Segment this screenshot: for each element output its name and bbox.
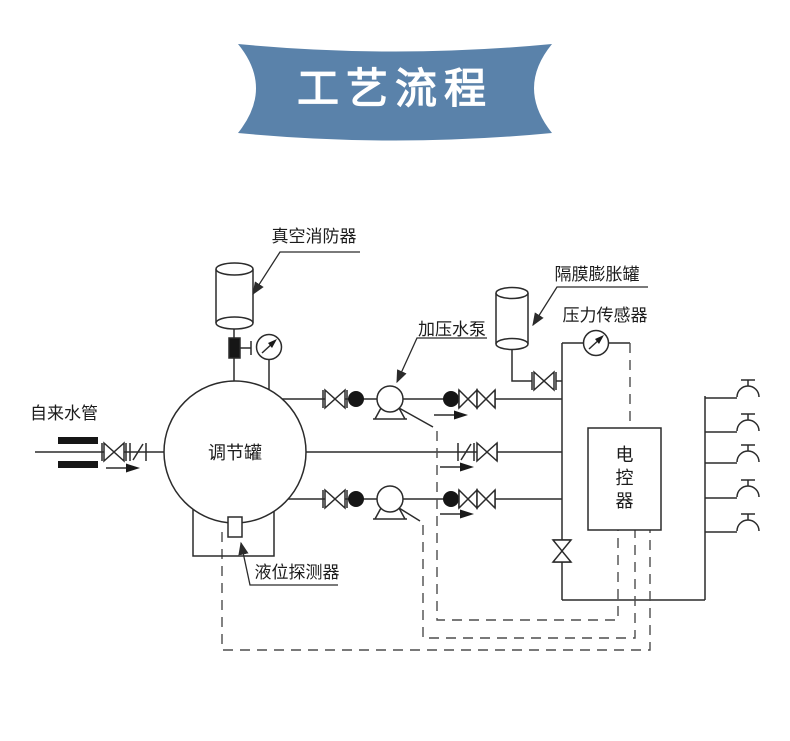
pump1-check-dot2 (443, 391, 459, 407)
faucet-icon-1 (736, 379, 760, 398)
line2-flow-arrow (439, 461, 475, 473)
pump1-discharge-valves-icon (458, 389, 496, 409)
control-signal-lines (221, 343, 651, 651)
callout-leaders (238, 251, 648, 586)
faucet-icon-4 (736, 479, 760, 498)
label-level-detector: 液位探测器 (254, 563, 340, 582)
label-pressure-pump: 加压水泵 (418, 320, 486, 339)
tank-gauge-icon (255, 333, 283, 361)
pump2-check-dot (348, 491, 364, 507)
pump2-discharge-valves-icon (458, 489, 496, 509)
vacuum-suppressor-vessel (215, 262, 254, 330)
pump1-check-dot (348, 391, 364, 407)
level-probe (227, 516, 243, 538)
label-pressure-sensor: 压力传感器 (562, 306, 648, 325)
pump2-check-dot2 (443, 491, 459, 507)
inlet-flange-bars (58, 437, 98, 468)
line1-flow-arrow (433, 409, 469, 421)
line3-flow-arrow (439, 508, 475, 520)
inlet-valve-icon (101, 442, 127, 462)
riser-drain-valve-icon (552, 539, 572, 563)
faucet-icon-3 (736, 444, 760, 463)
banner-ribbon (238, 44, 552, 141)
pump2-icon (372, 485, 408, 520)
pump1-suction-valve-icon (322, 389, 348, 409)
inlet-flow-arrow (105, 462, 141, 474)
pressure-sensor-icon (582, 329, 610, 357)
expansion-valve-icon (531, 371, 557, 391)
label-tap-water-pipe: 自来水管 (30, 404, 98, 423)
label-regulating-tank: 调节罐 (208, 443, 262, 463)
page-title: 工艺流程 (296, 65, 493, 112)
faucet-icon-2 (736, 413, 760, 432)
pump1-icon (372, 385, 408, 420)
faucet-icon-5 (736, 513, 760, 532)
label-electric-controller: 电控器 (615, 445, 634, 511)
label-diaphragm-expansion-tank: 隔膜膨胀罐 (554, 265, 640, 284)
label-vacuum-suppressor: 真空消防器 (271, 227, 357, 246)
stem-valve-icon (228, 337, 252, 359)
expansion-tank-vessel (495, 286, 529, 351)
controller-box (587, 427, 662, 531)
pump2-suction-valve-icon (322, 489, 348, 509)
bypass-valve-icon (476, 441, 498, 463)
